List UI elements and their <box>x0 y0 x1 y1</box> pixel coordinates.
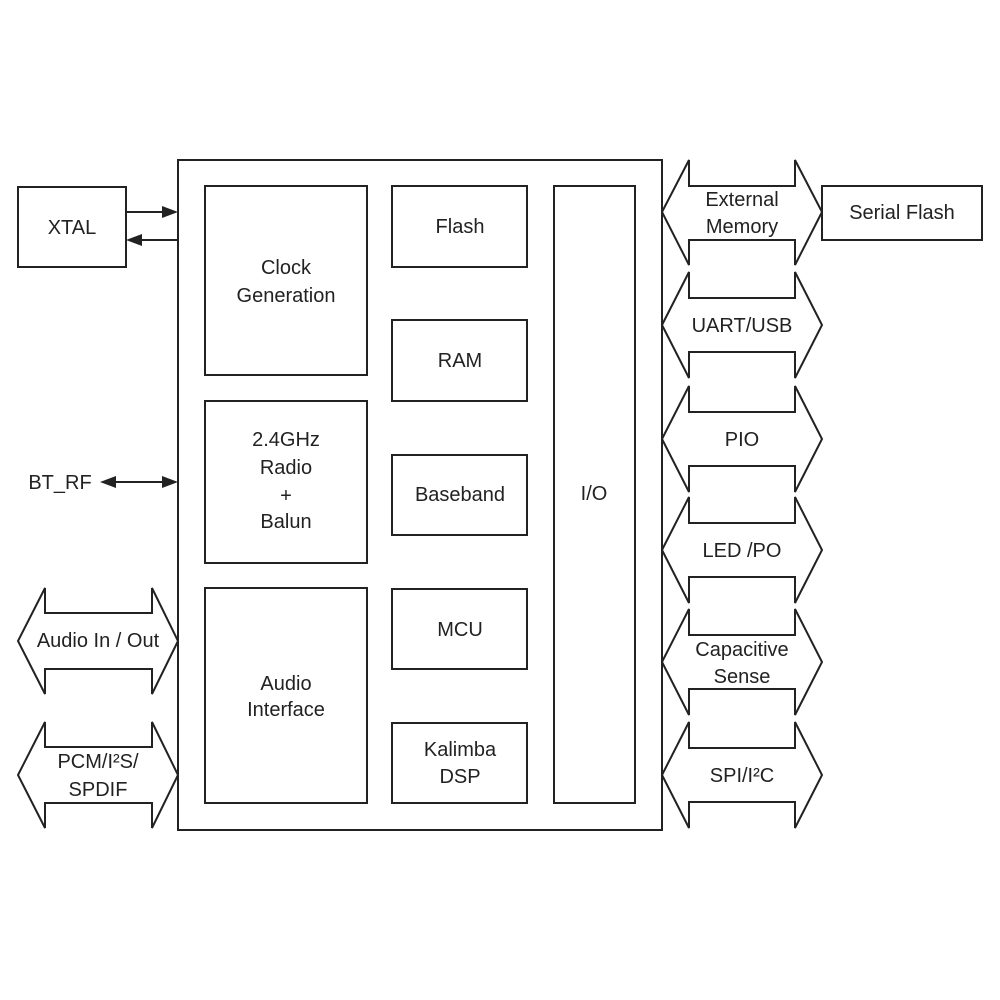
kalimba-dsp-block <box>391 722 528 804</box>
clock-label-2: Generation <box>237 285 336 307</box>
clock-generation-block <box>204 185 368 376</box>
uart-usb-label: UART/USB <box>692 315 793 337</box>
ram-block <box>391 319 528 402</box>
baseband-label: Baseband <box>415 484 505 506</box>
flash-block <box>391 185 528 268</box>
xtal-block <box>17 186 127 268</box>
ext-mem-label-2: Memory <box>706 216 778 238</box>
dsp-label-2: DSP <box>439 766 480 788</box>
flash-label: Flash <box>436 216 485 238</box>
ext-mem-label-1: External <box>705 189 778 211</box>
led-po-label: LED /PO <box>703 540 782 562</box>
baseband-block <box>391 454 528 536</box>
spi-i2c-arrow <box>660 721 824 829</box>
capacitive-sense-arrow <box>660 608 824 716</box>
xtal-label: XTAL <box>48 217 97 239</box>
cap-label-1: Capacitive <box>695 639 788 661</box>
io-block <box>553 185 636 804</box>
io-label: I/O <box>581 483 608 505</box>
mcu-label: MCU <box>437 619 483 641</box>
serial-flash-block <box>821 185 983 241</box>
radio-label-3: + <box>280 485 292 507</box>
bt-rf-label: BT_RF <box>28 472 91 494</box>
radio-label-2: Radio <box>260 457 312 479</box>
mcu-block <box>391 588 528 670</box>
xtal-arrow-in-head <box>126 234 142 246</box>
radio-label-4: Balun <box>260 511 311 533</box>
clock-label-1: Clock <box>261 257 312 279</box>
spi-i2c-label: SPI/I²C <box>710 765 774 787</box>
audio-io-label: Audio In / Out <box>37 630 160 652</box>
bt-rf-arrow-right <box>162 476 178 488</box>
external-memory-arrow <box>660 159 824 266</box>
serial-flash-label: Serial Flash <box>849 202 955 224</box>
audio-if-label-1: Audio <box>260 673 311 695</box>
pcm-i2s-spdif-arrow <box>16 721 180 829</box>
pcm-label-1: PCM/I²S/ <box>57 751 139 773</box>
cap-label-2: Sense <box>714 666 771 688</box>
pcm-label-2: SPDIF <box>69 779 128 801</box>
dsp-label-1: Kalimba <box>424 739 497 761</box>
xtal-arrow-out-head <box>162 206 178 218</box>
radio-block <box>204 400 368 564</box>
bt-rf-arrow-left <box>100 476 116 488</box>
uart-usb-arrow <box>660 271 824 379</box>
led-po-arrow <box>660 496 824 604</box>
radio-label-1: 2.4GHz <box>252 429 320 451</box>
audio-io-arrow <box>16 587 180 695</box>
audio-interface-block <box>204 587 368 804</box>
audio-if-label-2: Interface <box>247 699 325 721</box>
pio-arrow <box>660 385 824 493</box>
ram-label: RAM <box>438 350 482 372</box>
pio-label: PIO <box>725 429 759 451</box>
